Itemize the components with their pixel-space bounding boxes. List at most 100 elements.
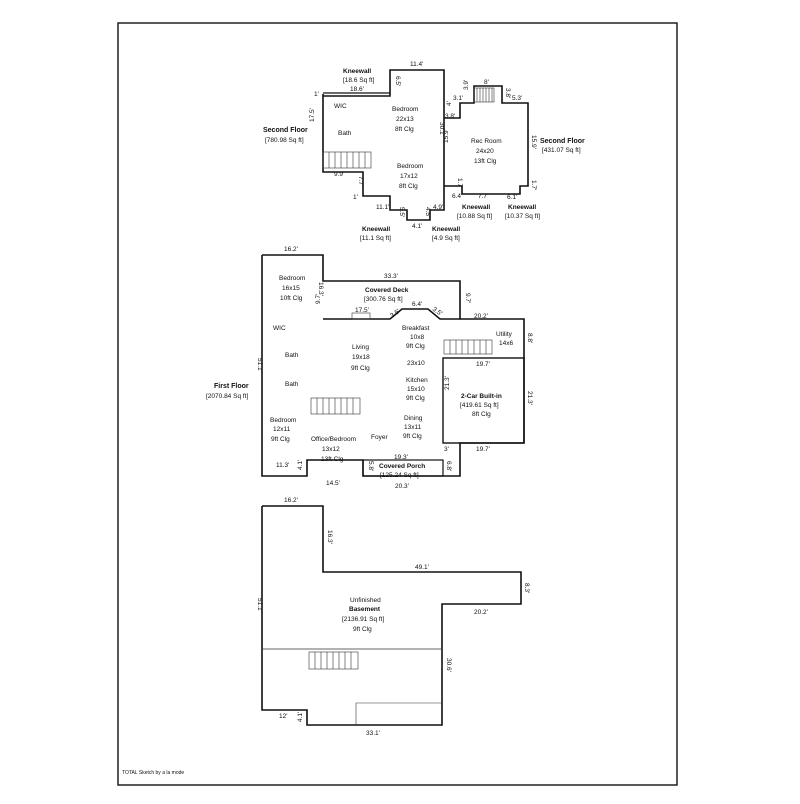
covered-deck-boundary bbox=[323, 308, 460, 320]
dim-label: 20.2' bbox=[474, 609, 488, 616]
second-floor-left-title: Second Floor bbox=[263, 127, 308, 134]
room-label-bath-2f: Bath bbox=[338, 130, 352, 137]
dim-label: 3.8' bbox=[445, 113, 455, 120]
page-border bbox=[117, 22, 678, 786]
dim-label: 6.8' bbox=[445, 461, 452, 471]
kneewall-bottom-right1-sqft: [10.88 Sq ft] bbox=[457, 213, 492, 220]
room-clg-breakfast: 9ft Clg bbox=[406, 343, 425, 350]
kneewall-bottom-mid-title: Kneewall bbox=[432, 226, 460, 233]
dim-label: 4.1' bbox=[297, 712, 304, 722]
room-clg-bedroom-1f-a: 10ft Clg bbox=[280, 295, 303, 302]
dim-label: 14.5' bbox=[326, 480, 340, 487]
room-clg-bedroom-2f-b: 8ft Clg bbox=[399, 183, 418, 190]
basement-sqft: [2136.91 Sq ft] bbox=[342, 616, 384, 623]
room-sqft-covered-deck: [300.76 Sq ft] bbox=[364, 296, 403, 303]
deck-step bbox=[351, 312, 371, 320]
dim-label: 30.1' bbox=[438, 122, 445, 136]
room-label-dining: Dining bbox=[404, 415, 423, 422]
dim-label: 51.1' bbox=[256, 358, 263, 372]
room-label-kitchen: Kitchen bbox=[406, 377, 428, 384]
room-size-bedroom-1f-a: 16x15 bbox=[282, 285, 300, 292]
second-floor-stair-right bbox=[473, 87, 495, 103]
dim-label: 3.9' bbox=[463, 80, 470, 90]
dim-label: 16.3' bbox=[317, 282, 324, 296]
room-label-covered-porch: Covered Porch bbox=[379, 463, 425, 470]
dim-label: 30.6' bbox=[445, 658, 452, 672]
room-label-breakfast: Breakfast bbox=[402, 325, 430, 332]
dim-label: 5.3' bbox=[512, 95, 522, 102]
second-floor-left-sqft: [780.98 Sq ft] bbox=[265, 137, 304, 144]
dim-label: 6.1' bbox=[507, 194, 517, 201]
room-label-bath-1f-b: Bath bbox=[285, 381, 299, 388]
dim-label: 1' bbox=[353, 194, 358, 201]
room-label-garage: 2-Car Built-in bbox=[461, 393, 502, 400]
dim-label: 17.5' bbox=[309, 108, 316, 122]
kneewall-bottom-right2-title: Kneewall bbox=[508, 204, 536, 211]
room-clg-bedroom-1f-b: 9ft Clg bbox=[271, 436, 290, 443]
room-size-breakfast: 10x8 bbox=[410, 334, 424, 341]
room-size-rec-room: 24x20 bbox=[476, 148, 494, 155]
first-floor-sqft: [2070.84 Sq ft] bbox=[206, 393, 248, 400]
room-sqft-covered-porch: [125.24 Sq ft] bbox=[380, 472, 419, 479]
dim-label: 11.1' bbox=[376, 204, 389, 211]
dim-label: 4.1' bbox=[297, 460, 304, 470]
dim-label: 3.5' bbox=[431, 306, 443, 318]
dim-label: 8.8' bbox=[526, 333, 533, 343]
dim-label: 49.1' bbox=[415, 564, 429, 571]
dim-label: 15.9' bbox=[530, 135, 537, 149]
basement-stair bbox=[308, 651, 359, 670]
room-size-bedroom-2f-b: 17x12 bbox=[400, 173, 418, 180]
basement-plan: Unfinished Basement [2136.91 Sq ft] 9ft … bbox=[256, 497, 530, 737]
dim-label: 3' bbox=[444, 446, 449, 453]
dim-label: 19.3' bbox=[394, 454, 408, 461]
dim-label: 8.3' bbox=[523, 583, 530, 593]
dim-label: 6.4' bbox=[412, 301, 422, 308]
kneewall-bottom-left-title: Kneewall bbox=[362, 226, 390, 233]
room-clg-dining: 9ft Clg bbox=[403, 433, 422, 440]
dim-label: 4.1' bbox=[412, 223, 422, 230]
first-floor-title: First Floor bbox=[214, 383, 249, 390]
dim-label: 19.7' bbox=[476, 446, 490, 453]
dim-label: 15.9' bbox=[443, 129, 450, 143]
room-size-kitchen-area: 23x10 bbox=[407, 360, 425, 367]
first-floor-stair-utility bbox=[443, 339, 493, 355]
covered-porch-outline bbox=[362, 459, 444, 477]
dim-label: 16.2' bbox=[284, 246, 298, 253]
kneewall-top-sqft: [18.6 Sq ft] bbox=[343, 77, 375, 84]
dim-label: 11.4' bbox=[410, 61, 423, 68]
dim-label: 17.5' bbox=[355, 307, 369, 314]
room-label-office: Office/Bedroom bbox=[311, 436, 356, 443]
room-size-office: 13x12 bbox=[322, 446, 340, 453]
dim-label: 11.3' bbox=[276, 462, 289, 469]
dim-label: 1.7' bbox=[530, 180, 537, 190]
dim-label: 3.1' bbox=[453, 95, 463, 102]
dim-label: 5.5' bbox=[398, 207, 405, 217]
first-floor-plan: First Floor [2070.84 Sq ft] Bedroom 16x1… bbox=[206, 246, 533, 490]
dim-label: 33.3' bbox=[384, 273, 398, 280]
second-floor-right-walls bbox=[444, 85, 529, 195]
room-size-kitchen: 15x10 bbox=[407, 386, 425, 393]
kneewall-bottom-mid-sqft: [4.9 Sq ft] bbox=[432, 235, 460, 242]
second-floor-right-sqft: [431.07 Sq ft] bbox=[542, 147, 581, 154]
dim-label: 1.7' bbox=[456, 178, 463, 188]
dim-label: 5.8' bbox=[367, 461, 374, 471]
room-size-bedroom-2f-a: 22x13 bbox=[396, 116, 414, 123]
room-clg-office: 13ft Clg bbox=[321, 456, 344, 463]
room-label-wic-2f: WIC bbox=[334, 103, 347, 110]
dim-label: 8' bbox=[484, 79, 489, 86]
room-label-bedroom-1f-a: Bedroom bbox=[279, 275, 305, 282]
room-clg-rec-room: 13ft Clg bbox=[474, 158, 497, 165]
room-clg-bedroom-2f-a: 8ft Clg bbox=[395, 126, 414, 133]
room-label-foyer: Foyer bbox=[371, 434, 388, 441]
dim-label: 9.7' bbox=[464, 293, 471, 303]
dim-label: 33.1' bbox=[366, 730, 380, 737]
room-label-living: Living bbox=[352, 344, 369, 351]
second-floor-stair-left bbox=[322, 151, 372, 169]
room-size-utility: 14x6 bbox=[499, 340, 513, 347]
dim-label: 20.2' bbox=[474, 313, 488, 320]
dim-label: 16.3' bbox=[326, 530, 333, 544]
dim-label: 1' bbox=[314, 91, 319, 98]
room-label-covered-deck: Covered Deck bbox=[365, 287, 409, 294]
dim-label: 21.3' bbox=[444, 376, 451, 390]
